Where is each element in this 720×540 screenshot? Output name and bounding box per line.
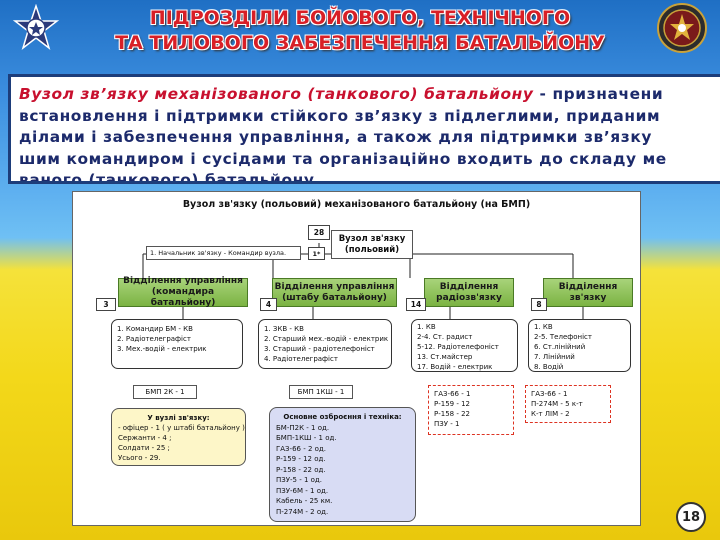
equipment-line: БМ-П2К - 1 од. bbox=[276, 423, 330, 432]
list-item: Р-158 - 22 bbox=[434, 410, 470, 418]
totals-line: Солдати - 25 ; bbox=[118, 444, 170, 452]
definition-line-4: шим командиром і сусідами та організацій… bbox=[19, 149, 667, 168]
definition-line-5: ваного (танкового) батальйону. bbox=[19, 171, 321, 184]
top-node-box: Вузол зв'язку (польовий) bbox=[331, 230, 413, 259]
list-item: 2-5. Телефоніст bbox=[534, 333, 592, 341]
definition-line-1: Вузол зв’язку механізованого (танкового)… bbox=[19, 84, 720, 106]
equipment-line: Кабель - 25 км. bbox=[276, 497, 333, 505]
list-item: 1. ЗКВ - КВ bbox=[264, 325, 304, 333]
top-node-note: 1. Начальник зв'язку - Командир вузла. bbox=[146, 246, 301, 260]
list-cmd: 1. Командир БМ - КВ 2. Радіотелеграфіст … bbox=[111, 319, 243, 369]
equipment-line: П-274М - 2 од. bbox=[276, 507, 329, 516]
section-number-cmd: 3 bbox=[96, 298, 116, 311]
slide-title: ПІДРОЗДІЛИ БОЙОВОГО, ТЕХНІЧНОГО ТА ТИЛОВ… bbox=[70, 6, 650, 56]
title-line-1: ПІДРОЗДІЛИ БОЙОВОГО, ТЕХНІЧНОГО bbox=[149, 7, 571, 29]
section-number-staff: 4 bbox=[260, 298, 277, 311]
list-item: Р-159 - 12 bbox=[434, 400, 470, 408]
list-item: 1. КВ bbox=[534, 323, 553, 331]
list-item: ГАЗ-66 - 1 bbox=[434, 390, 471, 398]
comm-equipment-list: ГАЗ-66 - 1 П-274М - 5 к-т К-т ЛІМ - 2 bbox=[525, 385, 611, 423]
definition-term: Вузол зв’язку механізованого (танкового)… bbox=[19, 85, 534, 103]
equipment-line: ГАЗ-66 - 2 од. bbox=[276, 444, 326, 453]
list-item: 17. Водій - електрик bbox=[417, 363, 493, 371]
list-item: 3. Мех.-водій - електрик bbox=[117, 345, 207, 353]
radio-equipment-list: ГАЗ-66 - 1 Р-159 - 12 Р-158 - 22 ПЗУ - 1 bbox=[428, 385, 514, 435]
section-box-staff: Відділення управління (штабу батальйону) bbox=[272, 278, 397, 307]
page-number: 18 bbox=[676, 502, 706, 532]
list-item: 1. КВ bbox=[417, 323, 436, 331]
equipment-box: Основне озброєння і техніка: БМ-П2К - 1 … bbox=[269, 407, 416, 522]
vehicle-label-staff: БМП 1КШ - 1 bbox=[289, 385, 353, 399]
section-box-cmd: Відділення управління (командира батальй… bbox=[118, 276, 248, 308]
title-line-2: ТА ТИЛОВОГО ЗАБЕЗПЕЧЕННЯ БАТАЛЬЙОНУ bbox=[115, 32, 605, 54]
totals-line: Сержанти - 4 ; bbox=[118, 434, 172, 442]
list-staff: 1. ЗКВ - КВ 2. Старший мех.-водій - елек… bbox=[258, 319, 392, 369]
equipment-line: БМП-1КШ - 1 од. bbox=[276, 434, 337, 442]
list-comm: 1. КВ 2-5. Телефоніст 6. Ст.лінійний 7. … bbox=[528, 319, 631, 372]
definition-line-2: встановлення і підтримки стійкого зв’язк… bbox=[19, 106, 661, 125]
list-item: П-274М - 5 к-т bbox=[531, 400, 583, 408]
list-item: ГАЗ-66 - 1 bbox=[531, 390, 568, 398]
list-item: К-т ЛІМ - 2 bbox=[531, 410, 570, 418]
list-item: 7. Лінійний bbox=[534, 353, 575, 361]
list-item: 8. Водій bbox=[534, 363, 564, 371]
equipment-line: Р-158 - 22 од. bbox=[276, 465, 326, 474]
list-item: 5-12. Радіотелефоніст bbox=[417, 343, 499, 351]
list-item: 6. Ст.лінійний bbox=[534, 343, 586, 351]
section-number-radio: 14 bbox=[406, 298, 426, 311]
personnel-totals-box: У вузлі зв'язку: - офіцер - 1 ( у штабі … bbox=[111, 408, 246, 466]
list-item: 4. Радіотелеграфіст bbox=[264, 355, 338, 363]
list-item: 2. Радіотелеграфіст bbox=[117, 335, 191, 343]
list-radio: 1. КВ 2-4. Ст. радист 5-12. Радіотелефон… bbox=[411, 319, 518, 372]
totals-line: Усього - 29. bbox=[118, 454, 161, 462]
list-item: 2-4. Ст. радист bbox=[417, 333, 473, 341]
section-box-comm: Відділення зв'язку bbox=[543, 278, 633, 307]
military-emblem-icon bbox=[12, 4, 60, 51]
vehicle-label-cmd: БМП 2К - 1 bbox=[133, 385, 197, 399]
section-box-radio: Відділення радіозв'язку bbox=[424, 278, 514, 307]
totals-line: - офіцер - 1 ( у штабі батальйону ) bbox=[118, 424, 245, 432]
node-number-1: 1* bbox=[308, 247, 325, 260]
totals-heading: У вузлі зв'язку: bbox=[147, 414, 210, 422]
equipment-line: Р-159 - 12 од. bbox=[276, 455, 326, 463]
diagram-title: Вузол зв'язку (польовий) механізованого … bbox=[182, 199, 531, 210]
section-number-comm: 8 bbox=[531, 298, 547, 311]
equipment-line: ПЗУ-5 - 1 од. bbox=[276, 476, 322, 484]
definition-textbox: Вузол зв’язку механізованого (танкового)… bbox=[8, 74, 720, 184]
signal-corps-emblem-icon bbox=[657, 3, 707, 53]
list-item: 2. Старший мех.-водій - електрик bbox=[264, 335, 389, 343]
list-item: 13. Ст.майстер bbox=[417, 353, 473, 361]
equipment-line: ПЗУ-6М - 1 од. bbox=[276, 486, 329, 495]
equipment-heading: Основне озброєння і техніка: bbox=[283, 413, 402, 421]
org-diagram: Вузол зв'язку (польовий) механізованого … bbox=[72, 191, 641, 526]
definition-line-3: ділами і забезпечення управління, а тако… bbox=[19, 128, 653, 146]
definition-line-1-rest: - призначени bbox=[533, 85, 664, 103]
list-item: 3. Старший - радіотелефоніст bbox=[264, 345, 375, 353]
list-item: ПЗУ - 1 bbox=[434, 420, 460, 428]
list-item: 1. Командир БМ - КВ bbox=[117, 325, 193, 333]
node-number-28: 28 bbox=[308, 225, 330, 240]
